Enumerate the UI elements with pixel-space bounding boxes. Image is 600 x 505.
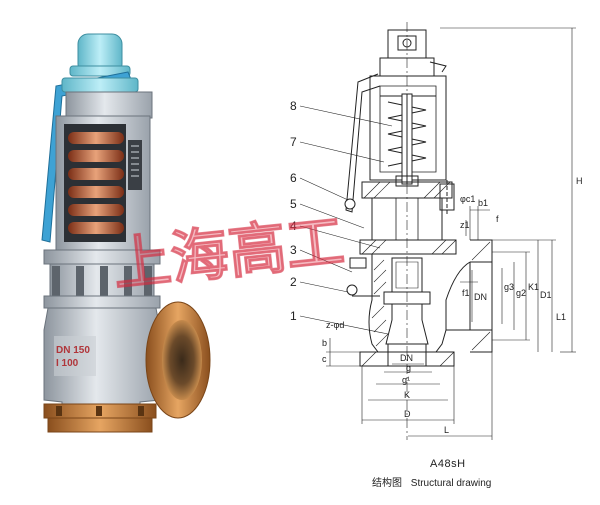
dim-D: D	[404, 409, 411, 419]
dim-b1: b1	[478, 198, 488, 208]
cross-section-drawing	[344, 22, 493, 440]
dim-DN-bottom: DN	[400, 353, 413, 363]
dim-g: g	[406, 363, 411, 373]
dim-K: K	[404, 390, 410, 400]
part-number-5: 5	[290, 197, 297, 211]
part-number-labels: 8 7 6 5 4 3 2 1	[290, 99, 297, 323]
part-number-7: 7	[290, 135, 297, 149]
dim-L: L	[444, 425, 449, 435]
dim-DN-outlet: DN	[474, 292, 487, 302]
dim-z-phi-d: z-φd	[326, 320, 344, 330]
part-number-4: 4	[290, 219, 297, 233]
part-number-8: 8	[290, 99, 297, 113]
body-plate-line2: I 100	[56, 358, 79, 369]
dim-g2: g2	[516, 288, 526, 298]
caption-english: Structural drawing	[410, 478, 492, 489]
model-number: A48sH	[430, 458, 466, 470]
dim-g1: g¹	[402, 375, 410, 385]
caption-chinese: 结构图	[372, 478, 402, 489]
dim-b: b	[322, 338, 327, 348]
part-number-6: 6	[290, 171, 297, 185]
dim-f: f	[496, 214, 499, 224]
dim-K1: K1	[528, 282, 539, 292]
dimension-lines	[299, 27, 576, 440]
dim-g3: g3	[504, 282, 514, 292]
dim-phi-c1: φc1	[460, 194, 475, 204]
body-plate-line1: DN 150	[56, 345, 90, 356]
dim-L1: L1	[556, 312, 566, 322]
dim-D1: D1	[540, 290, 552, 300]
part-number-1: 1	[290, 309, 297, 323]
dim-z1: z1	[460, 220, 470, 230]
dimension-labels: H L1 D1 K1 g2 g3 DN f1 b1 f φc1 z1 z-φd …	[322, 176, 583, 435]
dim-f1: f1	[462, 288, 470, 298]
dim-c: c	[322, 354, 327, 364]
valve-photo	[41, 33, 211, 433]
part-number-2: 2	[290, 275, 297, 289]
part-number-3: 3	[290, 243, 297, 257]
caption: 结构图 Structural drawing	[372, 474, 497, 489]
spring-coils	[68, 132, 124, 234]
dim-H: H	[576, 176, 583, 186]
